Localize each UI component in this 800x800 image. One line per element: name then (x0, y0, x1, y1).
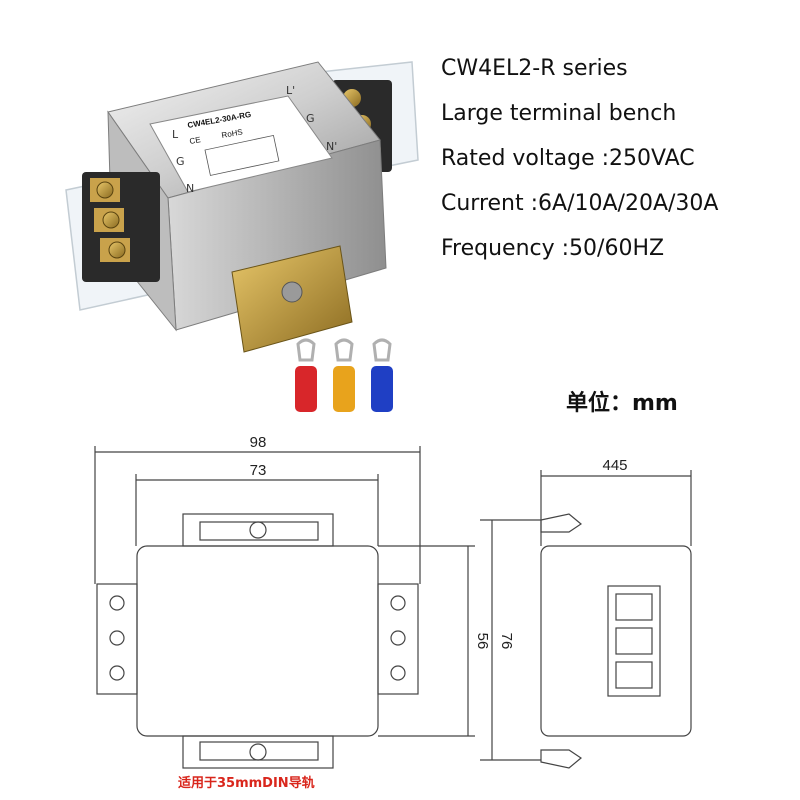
spec-series: CW4EL2-R series (441, 56, 628, 81)
terminal-letter-n-out: N' (326, 140, 337, 153)
terminal-letter-n: N (186, 182, 194, 195)
din-rail-clip (231, 245, 353, 353)
product-label-sticker: CW4EL2-30A-RG CE RoHS (149, 95, 333, 193)
dim-depth: 445 (602, 457, 627, 474)
ring-lug-yellow (333, 338, 355, 412)
ce-mark-text: CE (189, 135, 202, 146)
spec-list: CW4EL2-R series Large terminal bench Rat… (441, 46, 791, 271)
spec-current: Current :6A/10A/20A/30A (441, 191, 719, 216)
dim-width-inner: 73 (250, 462, 267, 479)
spec-voltage: Rated voltage :250VAC (441, 146, 695, 171)
unit-label: 单位：mm (566, 391, 678, 416)
spec-terminal: Large terminal bench (441, 101, 677, 126)
din-rail-note: 适用于35mmDIN导轨 (178, 776, 315, 791)
spec-frequency: Frequency :50/60HZ (441, 236, 665, 261)
dim-height-body: 56 (474, 633, 491, 650)
dim-height-total: 76 (498, 633, 515, 650)
terminal-letter-l-out: L' (286, 84, 295, 97)
terminal-letter-g-out: G (306, 112, 315, 125)
front-view-drawing (94, 446, 475, 769)
rohs-mark-text: RoHS (221, 127, 244, 140)
dim-width-total: 98 (250, 434, 267, 451)
ring-lug-blue (371, 338, 393, 412)
terminal-letter-g: G (176, 155, 185, 168)
terminal-letter-l: L (172, 128, 179, 141)
terminal-block-left (82, 172, 160, 282)
side-view-drawing (480, 470, 692, 769)
ring-lug-red (295, 338, 317, 412)
